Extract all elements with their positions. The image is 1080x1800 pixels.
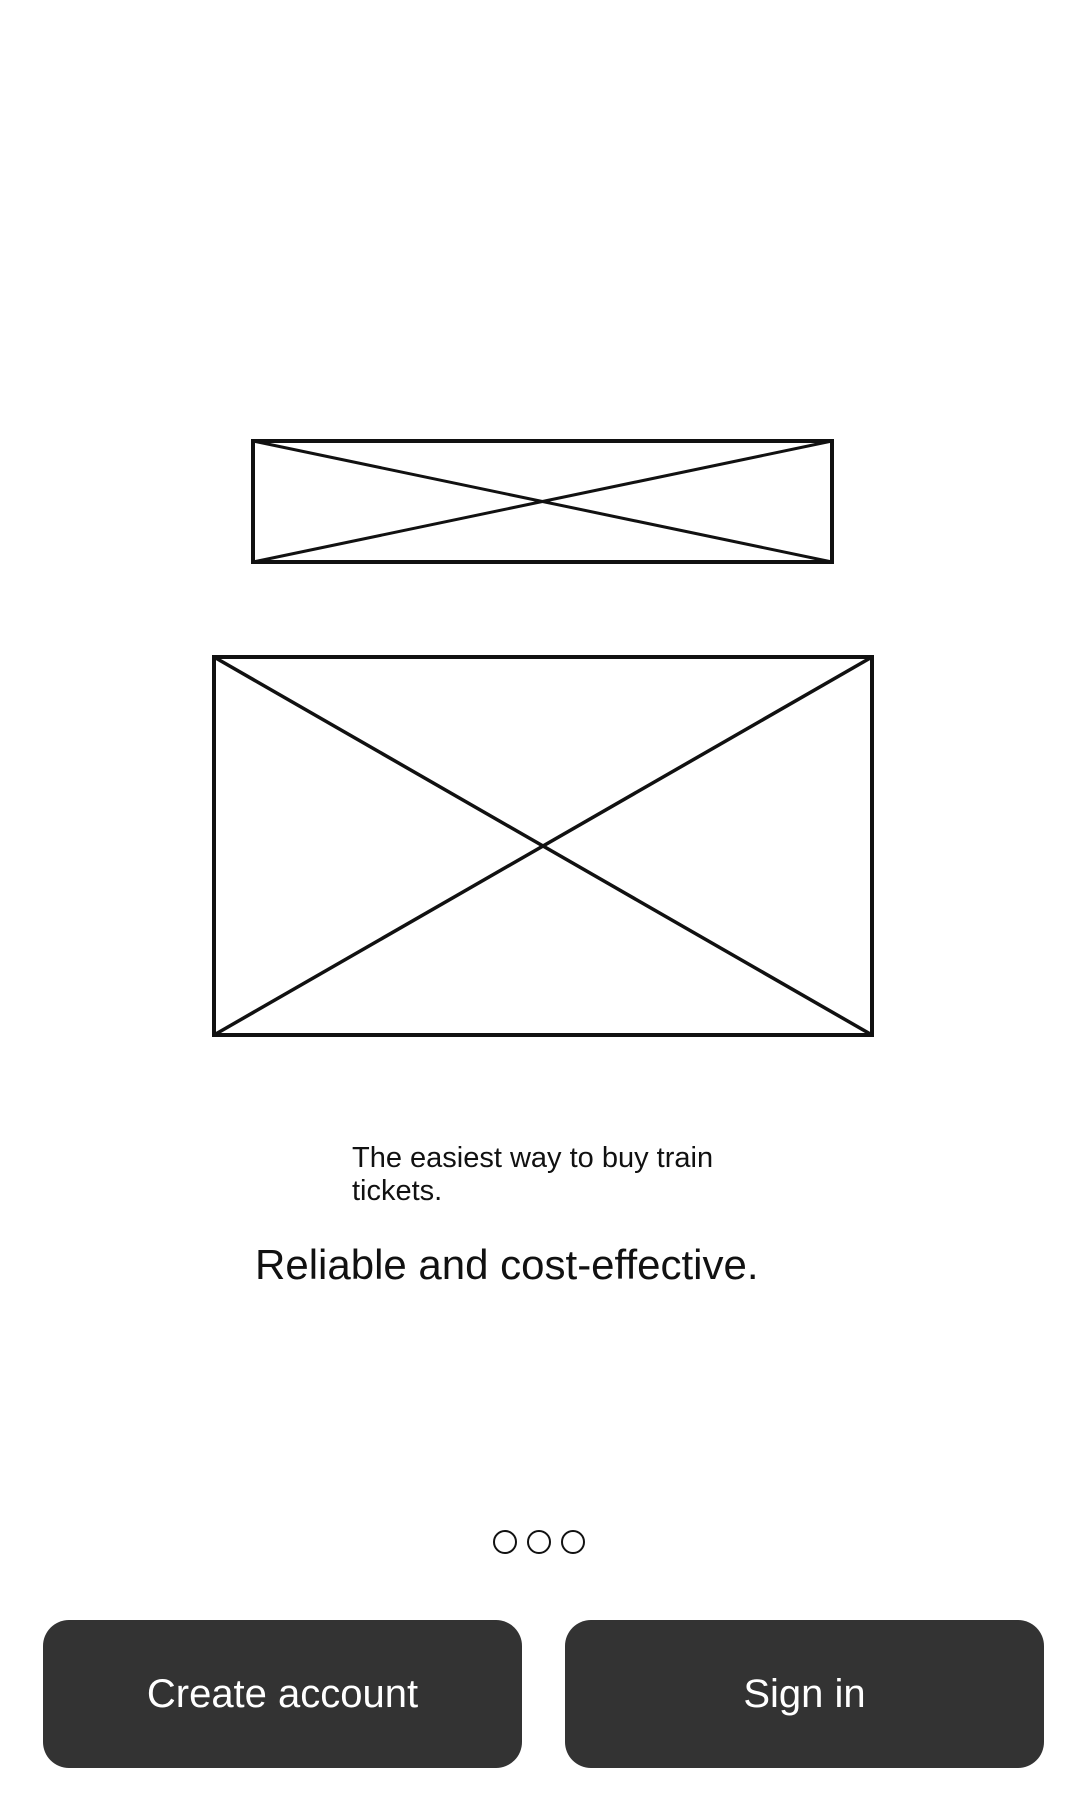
tagline-text: The easiest way to buy train tickets. bbox=[352, 1142, 714, 1207]
page-dot-2[interactable] bbox=[527, 1530, 551, 1554]
image-placeholder-icon bbox=[212, 655, 874, 1037]
page-dot-1[interactable] bbox=[493, 1530, 517, 1554]
page-indicator bbox=[493, 1530, 585, 1556]
headline-text: Reliable and cost-effective. bbox=[255, 1241, 759, 1288]
sign-in-button[interactable]: Sign in bbox=[565, 1620, 1044, 1768]
hero-image-placeholder bbox=[212, 655, 874, 1037]
create-account-button[interactable]: Create account bbox=[43, 1620, 522, 1768]
image-placeholder-icon bbox=[251, 439, 834, 564]
page-dot-3[interactable] bbox=[561, 1530, 585, 1554]
logo-image-placeholder bbox=[251, 439, 834, 564]
